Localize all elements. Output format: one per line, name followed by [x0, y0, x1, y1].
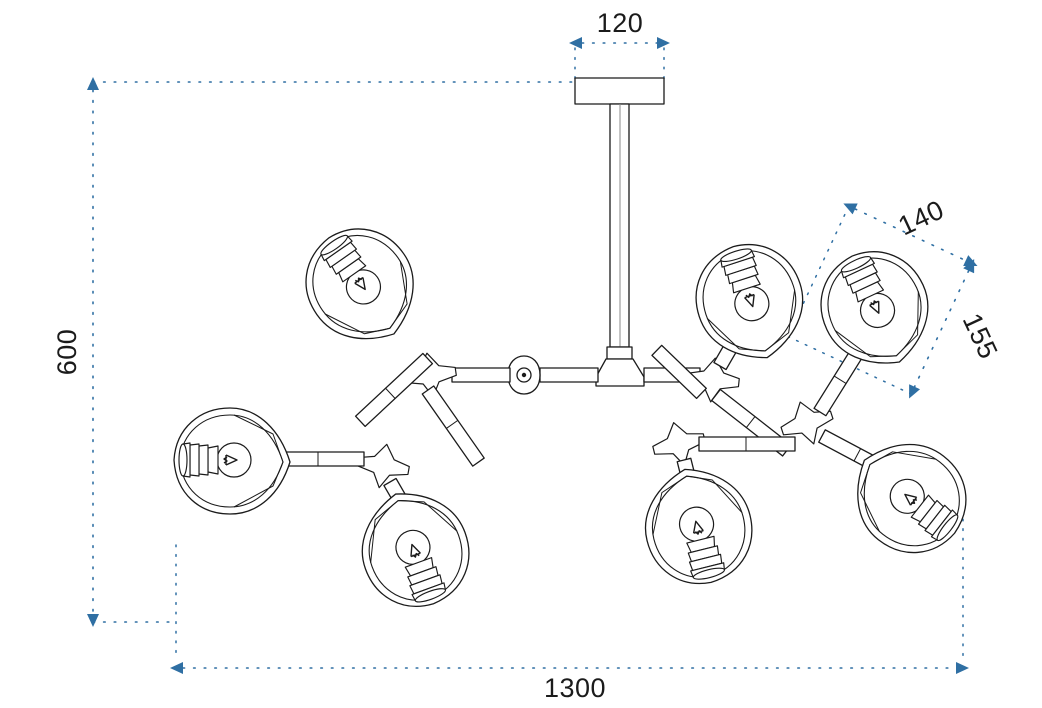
- dimension-label-120: 120: [597, 8, 644, 38]
- ball-joint: [507, 355, 541, 395]
- stem-collar: [606, 346, 633, 360]
- arm-left-upper: [354, 352, 434, 428]
- dimension-line-155: [909, 258, 975, 399]
- center-t-connector: [595, 358, 645, 387]
- dimension-label-1300: 1300: [544, 673, 606, 703]
- spine-right-lower: [698, 436, 796, 452]
- lamp-bottom-left: [344, 475, 485, 623]
- lamp-top-right-outer: [802, 233, 950, 385]
- lamp-top-left: [284, 207, 439, 365]
- fixture-layer: [173, 77, 989, 623]
- lamp-bottom-right-inner: [631, 456, 765, 596]
- arm-right-inner-down: [651, 344, 707, 400]
- spine-left-outer: [451, 367, 511, 383]
- dimension-label-155: 155: [957, 309, 1004, 364]
- lamp-top-right-inner: [681, 229, 820, 375]
- spine-left-inner: [539, 367, 599, 383]
- dimension-canopy-120: 120: [569, 8, 670, 81]
- dimension-height-600: 600: [52, 77, 576, 627]
- ceiling-plate: [574, 77, 665, 105]
- lamp-bottom-right-outer: [830, 418, 989, 575]
- dimension-label-600: 600: [52, 329, 82, 376]
- dimension-width-1300: 1300: [170, 499, 969, 703]
- dimension-label-140: 140: [894, 194, 949, 241]
- arm-left-lower: [421, 385, 485, 467]
- lamp-mid-left: [173, 407, 291, 515]
